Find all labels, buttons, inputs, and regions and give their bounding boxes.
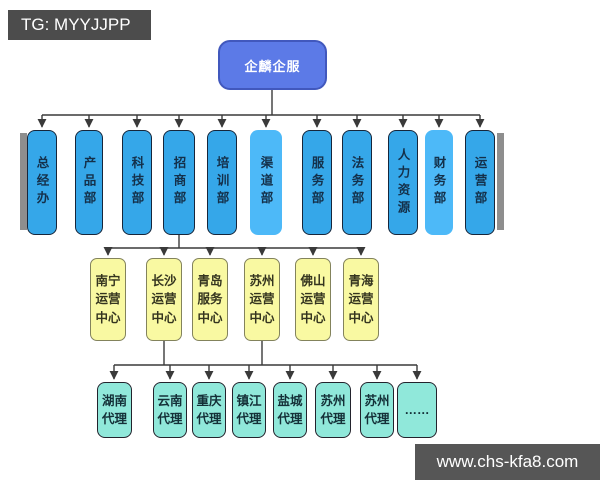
tg-watermark-text: TG: MYYJJPP xyxy=(21,15,131,34)
agent-node: 苏州 代理 xyxy=(360,382,394,438)
agent-label: 镇江 代理 xyxy=(236,393,262,426)
dept-label: 人力资源 xyxy=(395,147,410,218)
website-watermark-banner: www.chs-kfa8.com xyxy=(415,444,600,480)
dept-label: 科技部 xyxy=(129,156,144,209)
dept-label: 服务部 xyxy=(309,156,324,209)
dept-node: 法务部 xyxy=(342,130,372,235)
center-label: 苏州 运营 中心 xyxy=(249,274,275,325)
shadow-bar-right xyxy=(497,133,504,230)
agent-label: 重庆 代理 xyxy=(196,393,222,426)
center-node: 长沙 运营 中心 xyxy=(146,258,182,341)
agent-label: 湖南 代理 xyxy=(101,393,127,426)
agent-label: 云南 代理 xyxy=(157,393,183,426)
dept-node: 运营部 xyxy=(465,130,495,235)
agent-node: …… xyxy=(397,382,437,438)
dept-label: 财务部 xyxy=(431,156,446,209)
org-root-label: 企麟企服 xyxy=(244,58,301,74)
agent-label: 苏州 代理 xyxy=(320,393,346,426)
agent-node: 镇江 代理 xyxy=(232,382,266,438)
agent-node: 湖南 代理 xyxy=(97,382,132,438)
dept-node: 科技部 xyxy=(122,130,152,235)
center-label: 佛山 运营 中心 xyxy=(300,274,326,325)
tg-watermark-banner: TG: MYYJJPP xyxy=(8,10,151,40)
agent-node: 重庆 代理 xyxy=(192,382,226,438)
org-root-node: 企麟企服 xyxy=(218,40,327,90)
agent-node: 盐城 代理 xyxy=(273,382,307,438)
agent-label: …… xyxy=(404,402,430,417)
dept-node: 总经办 xyxy=(27,130,57,235)
dept-node: 财务部 xyxy=(425,130,453,235)
dept-label: 渠道部 xyxy=(258,156,273,209)
center-label: 青海 运营 中心 xyxy=(348,274,374,325)
dept-label: 运营部 xyxy=(472,156,487,209)
center-node: 青海 运营 中心 xyxy=(343,258,379,341)
dept-node: 服务部 xyxy=(302,130,332,235)
agent-node: 苏州 代理 xyxy=(315,382,351,438)
dept-node: 渠道部 xyxy=(250,130,282,235)
center-node: 苏州 运营 中心 xyxy=(244,258,280,341)
center-label: 长沙 运营 中心 xyxy=(151,274,177,325)
dept-node: 产品部 xyxy=(75,130,103,235)
dept-label: 法务部 xyxy=(349,156,364,209)
agent-node: 云南 代理 xyxy=(153,382,187,438)
dept-label: 培训部 xyxy=(214,156,229,209)
center-label: 南宁 运营 中心 xyxy=(95,274,121,325)
dept-node: 招商部 xyxy=(163,130,195,235)
center-node: 青岛 服务 中心 xyxy=(192,258,228,341)
website-watermark-text: www.chs-kfa8.com xyxy=(436,452,579,471)
dept-node: 人力资源 xyxy=(388,130,418,235)
center-node: 佛山 运营 中心 xyxy=(295,258,331,341)
agent-label: 苏州 代理 xyxy=(364,393,390,426)
dept-label: 总经办 xyxy=(34,156,49,209)
dept-label: 产品部 xyxy=(81,156,96,209)
center-node: 南宁 运营 中心 xyxy=(90,258,126,341)
shadow-bar-left xyxy=(20,133,27,230)
center-label: 青岛 服务 中心 xyxy=(197,274,223,325)
dept-node: 培训部 xyxy=(207,130,237,235)
dept-label: 招商部 xyxy=(171,156,186,209)
agent-label: 盐城 代理 xyxy=(277,393,303,426)
